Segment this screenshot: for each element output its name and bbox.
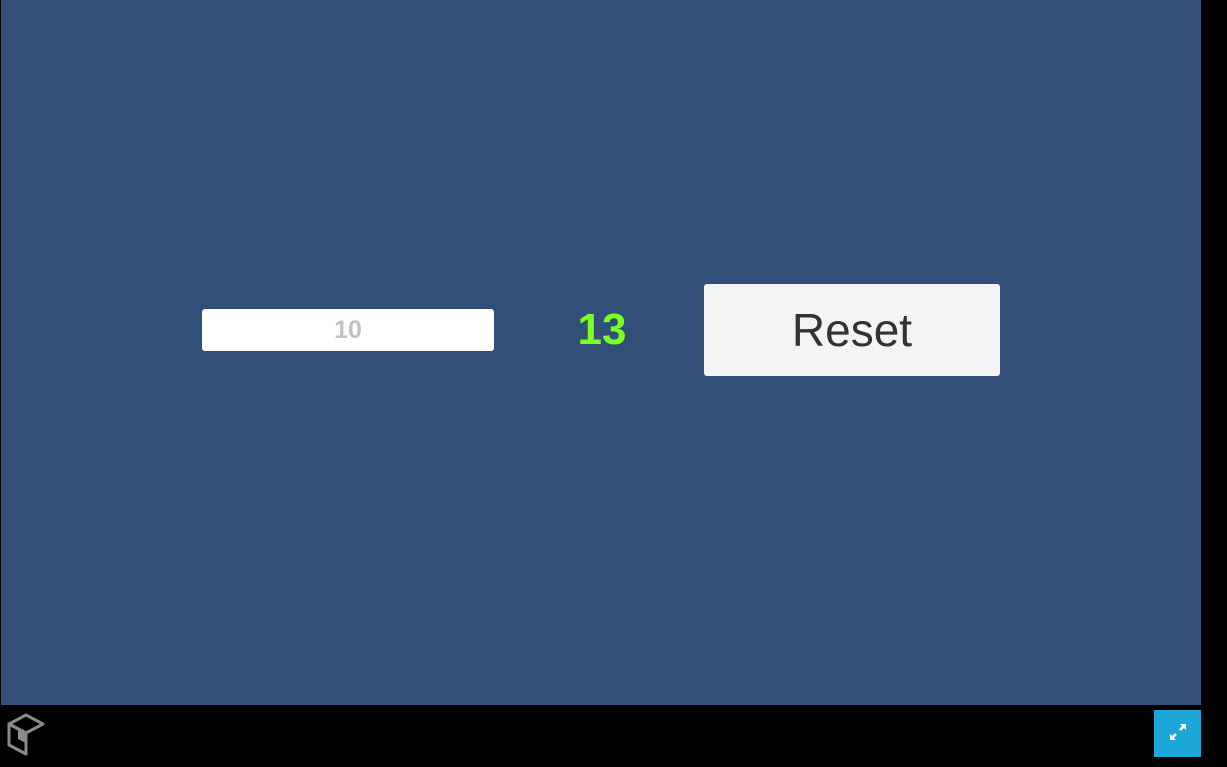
unity-logo-icon [5, 712, 47, 758]
reset-button[interactable]: Reset [704, 284, 1000, 376]
game-canvas[interactable]: 13 Reset [1, 0, 1201, 705]
player-footer [0, 705, 1227, 767]
fullscreen-button[interactable] [1154, 710, 1201, 757]
counter-value: 13 [577, 305, 627, 354]
fullscreen-expand-icon [1167, 721, 1189, 746]
number-input[interactable] [202, 309, 494, 351]
